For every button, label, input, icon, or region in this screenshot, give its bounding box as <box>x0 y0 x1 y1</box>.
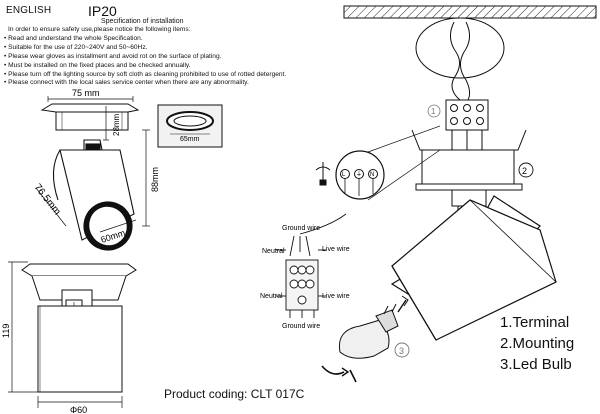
neutral-bottom-label: Neutral <box>260 293 283 300</box>
product-coding: Product coding: CLT 017C <box>164 387 305 401</box>
legend-item-mounting: 2.Mounting <box>500 335 575 352</box>
terminal-label-l: L <box>342 172 346 178</box>
terminal-label-ground: ⏚ <box>356 171 362 178</box>
parts-legend: 1.Terminal 2.Mounting 3.Led Bulb <box>500 312 574 375</box>
dim-frame-height: 28mm <box>112 113 121 136</box>
note-item: • Must be installed on the fixed places … <box>4 61 191 69</box>
cutout-box <box>157 104 223 148</box>
dim-side-diameter: Φ60 <box>70 405 87 414</box>
live-wire-top-label: Live wire <box>322 246 350 253</box>
note-item: • Please connect with the local sales se… <box>4 79 249 87</box>
led-bulb <box>321 295 409 383</box>
step-3-marker <box>394 342 410 358</box>
step-2-marker <box>518 162 534 178</box>
terminal-zoom <box>335 125 441 201</box>
ceiling-drawing <box>343 5 597 101</box>
dim-cutout: 65mm <box>180 136 200 143</box>
step-1-marker <box>427 104 441 118</box>
dim-width-top: 75 mm <box>72 88 100 98</box>
note-item: • Please wear gloves as installment and … <box>4 52 222 60</box>
note-item: • Please turn off the lighting source by… <box>4 70 287 78</box>
spotlight-cylinder <box>390 195 557 341</box>
note-item: • Suitable for the use of 220~240V and 5… <box>4 43 148 51</box>
ip-rating: IP20 <box>88 3 117 19</box>
safety-notes: In order to ensure safety use,please not… <box>4 26 286 88</box>
notes-intro: In order to ensure safety use,please not… <box>8 26 191 33</box>
ground-wire-bottom-label: Ground wire <box>282 323 320 330</box>
step-3-number: 3 <box>399 346 404 356</box>
dim-total-height: 88mm <box>150 167 160 192</box>
terminal-label-n: N <box>370 172 374 178</box>
wiring-diagram <box>276 213 347 318</box>
step-1-number: 1 <box>431 107 436 116</box>
spec-title: Specification of installation <box>101 18 184 25</box>
neutral-top-label: Neutral <box>262 248 285 255</box>
step-2-number: 2 <box>522 166 527 176</box>
side-view-drawing <box>8 261 137 408</box>
screwdriver-icon <box>315 162 331 186</box>
frame-drawing <box>40 96 140 141</box>
spotlight-drawing <box>35 129 150 251</box>
language-label: ENGLISH <box>6 5 52 16</box>
legend-item-terminal: 1.Terminal <box>500 314 570 331</box>
live-wire-bottom-label: Live wire <box>322 293 350 300</box>
ground-wire-top-label: Ground wire <box>282 225 320 232</box>
dim-side-height: 119 <box>1 324 11 338</box>
note-item: • Read and understand the whole Specific… <box>4 34 143 42</box>
legend-item-led-bulb: 3.Led Bulb <box>500 356 572 373</box>
terminal-block <box>445 99 489 150</box>
